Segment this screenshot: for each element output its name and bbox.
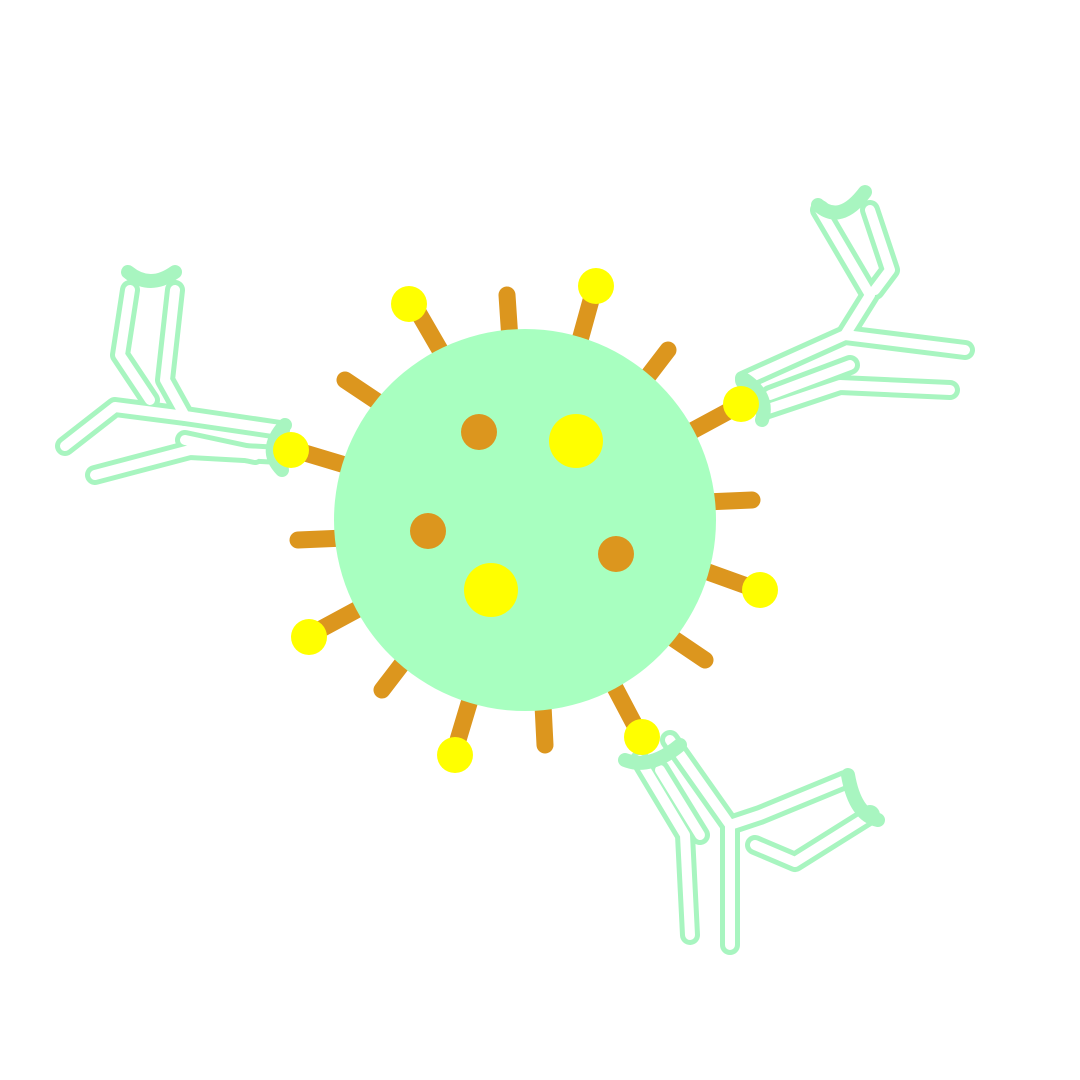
- spike: [534, 696, 554, 754]
- spike: [409, 303, 449, 359]
- surface-spot-orange: [410, 513, 446, 549]
- antibody-top-left: [55, 265, 292, 485]
- antibody-top-right: [735, 185, 975, 427]
- antigen-tip: [624, 719, 660, 755]
- virus-body: [334, 329, 716, 711]
- antigen-tip: [742, 572, 778, 608]
- antigen-tip: [437, 737, 473, 773]
- antigen-tip: [723, 386, 759, 422]
- antibody-bottom-right: [618, 730, 885, 955]
- antigen-tip: [291, 619, 327, 655]
- surface-spot-orange: [461, 414, 497, 450]
- surface-spot-yellow: [549, 414, 603, 468]
- antigen-tip: [391, 286, 427, 322]
- antigen-tip: [273, 432, 309, 468]
- antigen-tip: [578, 268, 614, 304]
- antigen-tips: [273, 268, 778, 773]
- surface-spots: [410, 414, 634, 617]
- surface-spot-orange: [598, 536, 634, 572]
- spike: [336, 371, 387, 411]
- surface-spot-yellow: [464, 563, 518, 617]
